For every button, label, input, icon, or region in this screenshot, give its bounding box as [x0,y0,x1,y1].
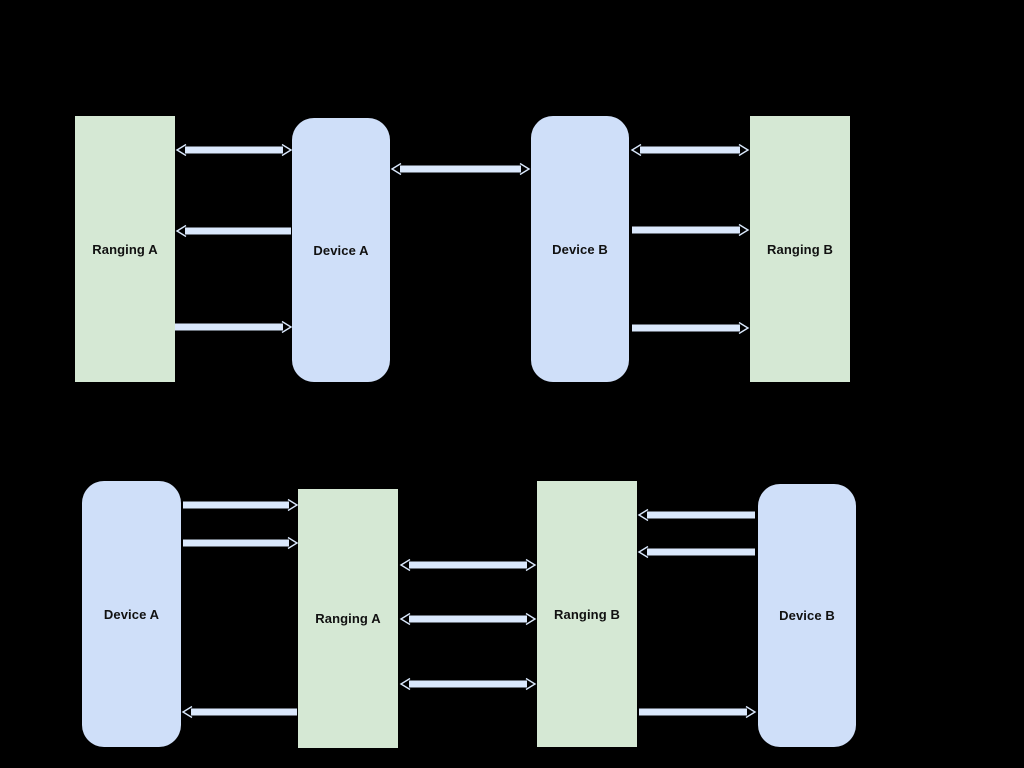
node-label: Device B [552,241,608,257]
edge-bot-e4[interactable] [399,558,537,572]
arrow-head-icon [637,508,649,522]
arrow-head-icon [399,677,411,691]
arrow-head-icon [399,612,411,626]
arrow-head-icon [738,223,750,237]
arrow-head-icon [738,321,750,335]
node-bot-device-a[interactable]: Device A [82,481,181,747]
node-label: Device A [103,606,160,622]
edge-top-e3[interactable] [174,320,293,334]
node-top-ranging-b[interactable]: Ranging B [750,116,850,382]
edge-bot-e7[interactable] [637,508,755,522]
edge-top-e5[interactable] [630,143,750,157]
node-top-ranging-a[interactable]: Ranging A [75,116,175,382]
node-label: Device A [313,242,369,258]
arrow-head-icon [519,162,531,176]
arrow-head-icon [525,558,537,572]
arrow-head-icon [175,143,187,157]
arrow-head-icon [281,143,293,157]
arrow-head-icon [175,224,187,238]
edge-bot-e1[interactable] [183,498,299,512]
edge-top-e6[interactable] [632,223,750,237]
arrow-head-icon [287,536,299,550]
edge-bot-e9[interactable] [639,705,757,719]
arrow-head-icon [390,162,402,176]
edge-top-e4[interactable] [390,162,531,176]
arrow-head-icon [399,558,411,572]
edge-bot-e3[interactable] [181,705,297,719]
arrow-head-icon [281,320,293,334]
node-label: Ranging B [554,606,620,622]
node-label: Ranging A [315,611,381,626]
arrow-head-icon [630,143,642,157]
edge-bot-e5[interactable] [399,612,537,626]
edge-bot-e8[interactable] [637,545,755,559]
node-bot-ranging-b[interactable]: Ranging B [537,481,637,747]
arrow-head-icon [181,705,193,719]
arrow-head-icon [287,498,299,512]
edge-bot-e2[interactable] [183,536,299,550]
arrow-head-icon [525,612,537,626]
node-top-device-b[interactable]: Device B [531,116,629,382]
arrow-head-icon [525,677,537,691]
edge-top-e2[interactable] [175,224,291,238]
node-label: Device B [779,608,835,623]
arrow-head-icon [745,705,757,719]
node-bot-device-b[interactable]: Device B [758,484,856,747]
node-label: Ranging B [767,241,833,257]
node-label: Ranging A [92,241,158,257]
node-top-device-a[interactable]: Device A [292,118,390,382]
node-bot-ranging-a[interactable]: Ranging A [298,489,398,748]
edge-top-e1[interactable] [175,143,293,157]
arrow-head-icon [637,545,649,559]
edge-top-e7[interactable] [632,321,750,335]
edge-bot-e6[interactable] [399,677,537,691]
arrow-head-icon [738,143,750,157]
